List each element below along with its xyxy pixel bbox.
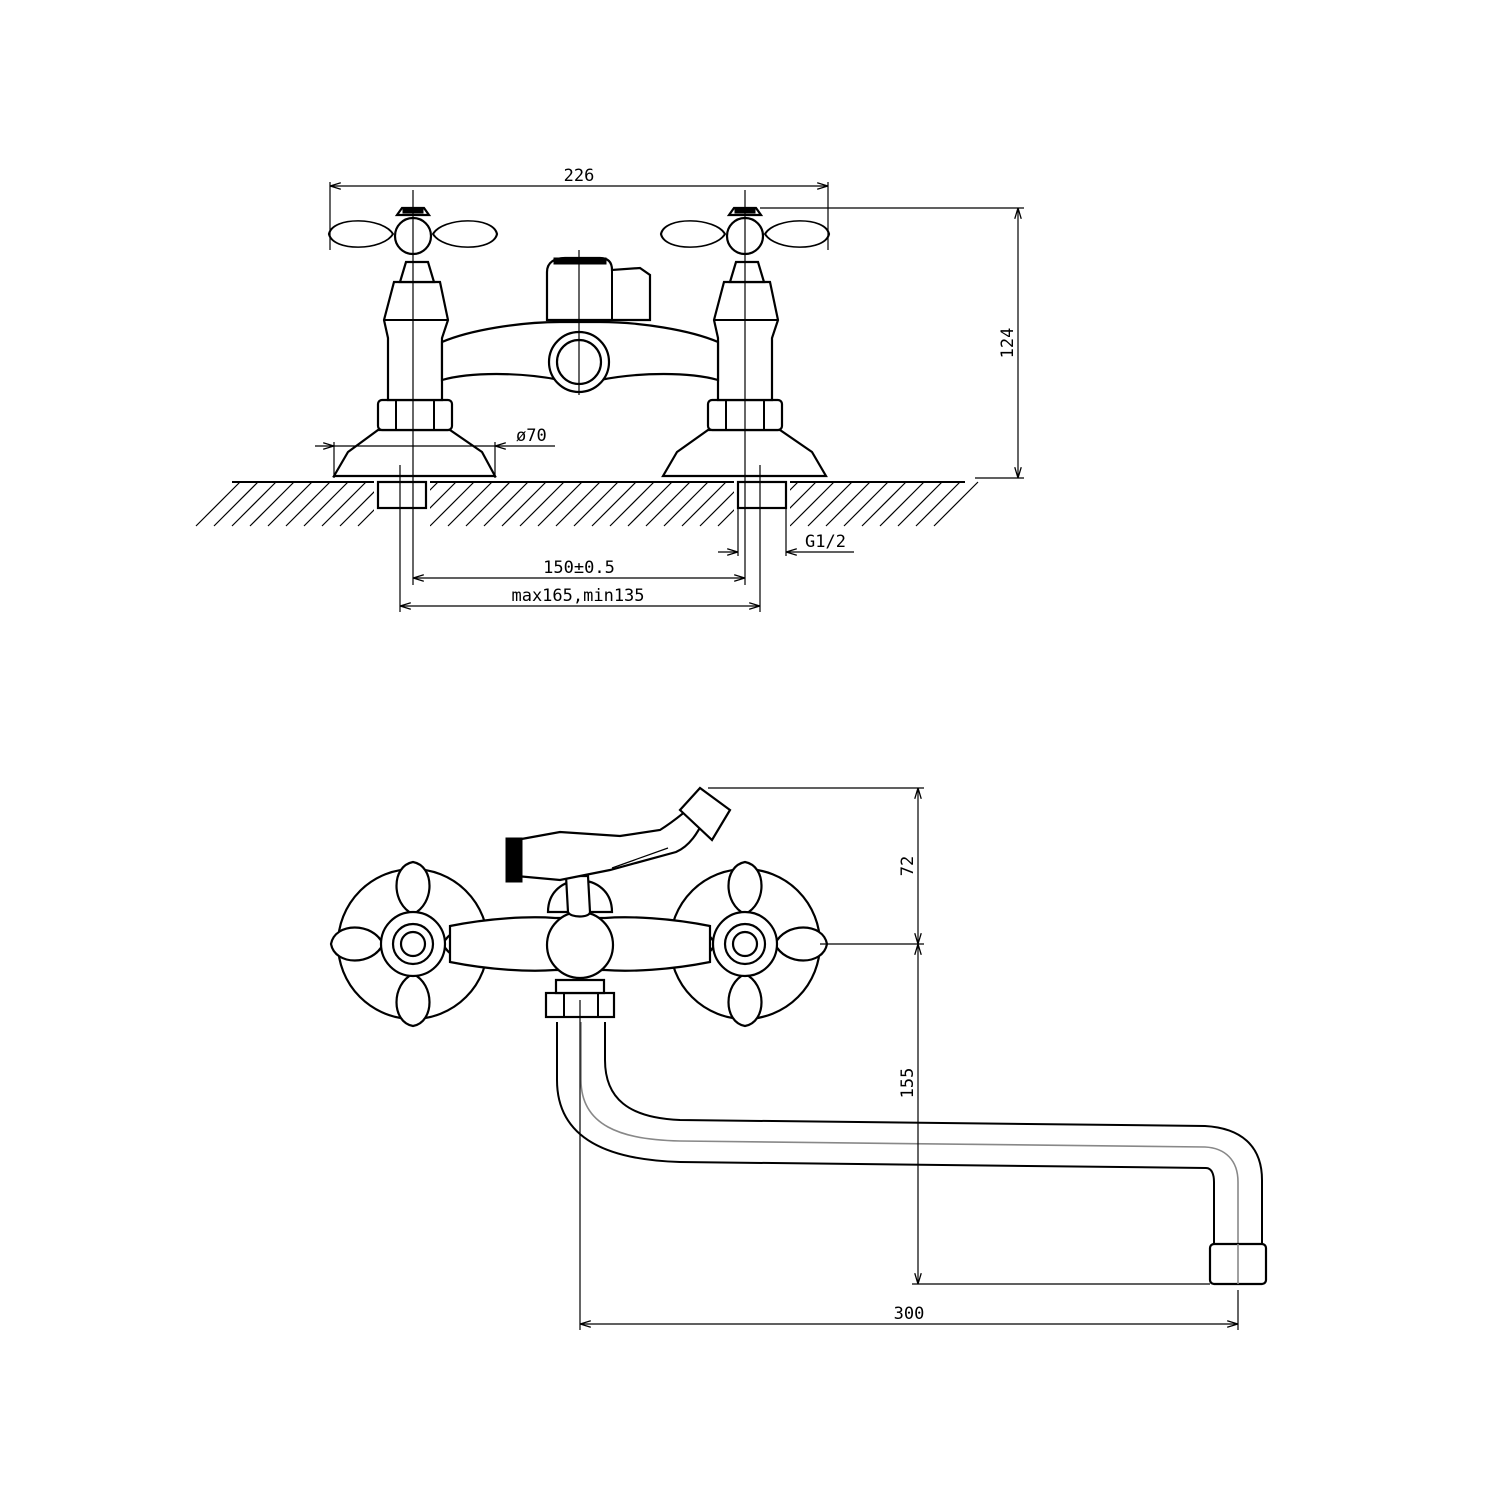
dim-spout-drop-label: 155: [898, 1068, 918, 1099]
wall-hatching: [195, 480, 979, 528]
spout: [556, 1022, 1268, 1286]
dimension-thread: G1/2: [718, 508, 854, 556]
dimension-eccentric-range: max165,min135: [399, 465, 761, 612]
top-centerlines: [579, 1000, 1239, 1330]
dim-flange-diameter-label: ø70: [516, 426, 547, 446]
dimension-flange-diameter: ø70: [315, 426, 555, 478]
front-view: 226 124 ø70 G1/2 150±: [195, 166, 1024, 612]
mixer-body-top: [448, 874, 712, 1019]
dimension-overall-width: 226: [329, 166, 829, 250]
front-centerlines: [412, 190, 746, 585]
dim-inlet-spacing-label: 150±0.5: [543, 558, 615, 578]
dim-diverter-height-label: 72: [898, 856, 918, 876]
diverter: [505, 786, 732, 883]
dim-height-label: 124: [998, 328, 1018, 359]
dim-thread-label: G1/2: [805, 532, 846, 552]
dimension-diverter-height: 72: [708, 787, 924, 945]
dim-overall-width-label: 226: [564, 166, 595, 186]
dimension-spout-reach: 300: [580, 1304, 1238, 1324]
dimension-height: 124: [760, 207, 1024, 479]
dim-eccentric-range-label: max165,min135: [511, 586, 644, 606]
dim-spout-reach-label: 300: [894, 1304, 925, 1324]
dimension-inlet-spacing: 150±0.5: [413, 558, 745, 578]
mixer-body: [440, 256, 720, 394]
dimension-spout-drop: 155: [898, 944, 1210, 1285]
top-view: 72 155 300: [329, 786, 1268, 1330]
